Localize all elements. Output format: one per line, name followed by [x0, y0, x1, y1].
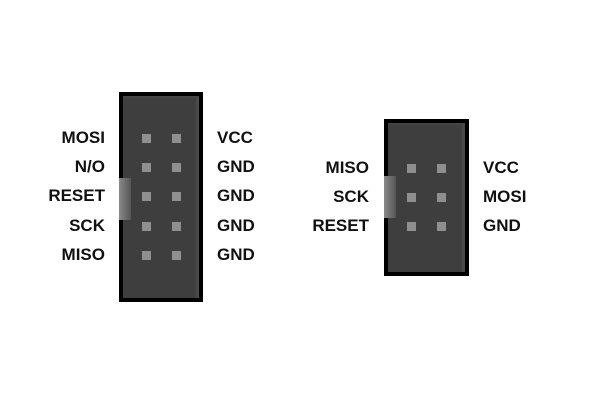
- pin: [437, 193, 446, 202]
- pin: [172, 163, 181, 173]
- pin-label-left: SCK: [333, 187, 369, 206]
- pin: [407, 222, 416, 231]
- pin-label-left: N/O: [74, 157, 105, 177]
- pin: [142, 134, 151, 143]
- pin-label-left: MOSI: [61, 128, 105, 147]
- pin-label-left: MISO: [61, 244, 105, 264]
- pin-label-right: VCC: [483, 158, 519, 177]
- pin-label-right: GND: [217, 244, 255, 264]
- pin: [172, 250, 181, 260]
- pin-label-left: MISO: [325, 158, 369, 177]
- pin-label-left: RESET: [312, 216, 369, 235]
- pin: [172, 134, 181, 143]
- connector-6-pin: [384, 119, 469, 276]
- pin: [142, 221, 151, 231]
- pin: [407, 164, 416, 173]
- pin: [142, 250, 151, 260]
- pin-label-right: GND: [217, 157, 255, 177]
- pin-label-left: RESET: [48, 186, 105, 206]
- pin: [437, 164, 446, 173]
- pin-label-right: GND: [217, 215, 255, 235]
- pin-label-left: SCK: [69, 215, 105, 235]
- pin: [407, 193, 416, 202]
- pin-label-right: GND: [483, 216, 521, 235]
- pin: [172, 221, 181, 231]
- pin: [172, 192, 181, 202]
- pin-label-right: VCC: [217, 128, 253, 147]
- pin-label-right: GND: [217, 186, 255, 206]
- pin-label-right: MOSI: [483, 187, 527, 206]
- pin: [437, 222, 446, 231]
- pin: [142, 163, 151, 173]
- pin: [142, 192, 151, 202]
- key-notch: [119, 178, 131, 220]
- connector-10-pin: [119, 92, 203, 302]
- key-notch: [384, 176, 396, 218]
